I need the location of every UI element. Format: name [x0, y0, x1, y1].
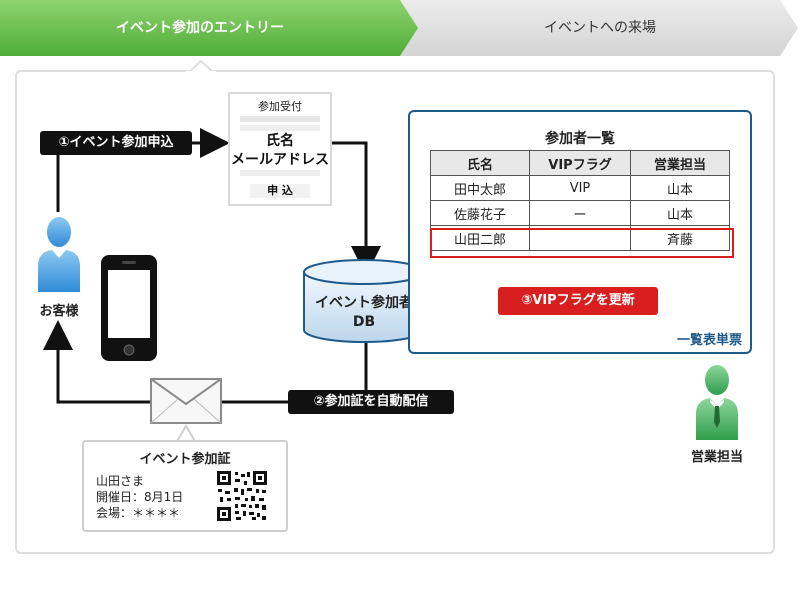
ticket-venue: 会場：＊＊＊＊ — [96, 506, 181, 520]
database-label-line1: イベント参加者 — [315, 295, 413, 311]
qr-code-icon — [216, 470, 268, 522]
tab-bar — [0, 0, 798, 56]
cell-name: 田中太郎 — [430, 175, 530, 201]
step3-label: ③VIPフラグを更新 — [498, 287, 658, 315]
entry-form-icon: 参加受付 氏名 メールアドレス 申 込 — [228, 92, 332, 206]
column-header-sales: 営業担当 — [630, 150, 730, 176]
table-row: 田中太郎 VIP 山本 — [430, 175, 730, 201]
form-rule — [240, 170, 320, 176]
sales-label: 営業担当 — [690, 450, 743, 465]
table-header-row: 氏名 VIPフラグ 営業担当 — [430, 150, 730, 176]
step2-label: ②参加証を自動配信 — [288, 390, 454, 414]
form-rule — [240, 125, 320, 131]
smartphone-icon — [101, 255, 157, 361]
column-header-vip: VIPフラグ — [529, 150, 631, 176]
ticket-name: 山田さま — [96, 474, 145, 488]
column-header-name: 氏名 — [430, 150, 530, 176]
cell-name: 佐藤花子 — [430, 200, 530, 226]
person-icon — [38, 217, 80, 292]
ticket-date: 開催日：8月1日 — [96, 490, 184, 504]
event-ticket-card: イベント参加証 山田さま 開催日：8月1日 会場：＊＊＊＊ — [82, 440, 288, 532]
tab-entry[interactable]: イベント参加のエントリー — [116, 20, 284, 36]
tab-active-shape — [0, 0, 418, 56]
table-row: 佐藤花子 ー 山本 — [430, 200, 730, 226]
form-field-name: 氏名 — [266, 133, 294, 149]
highlighted-row — [430, 228, 734, 258]
participant-list-title: 参加者一覧 — [545, 131, 615, 147]
database-label-line2: DB — [352, 314, 376, 330]
panel-caption: 一覧表単票 — [676, 333, 742, 348]
cell-vip: VIP — [529, 175, 631, 201]
tab-visit[interactable]: イベントへの来場 — [544, 20, 656, 36]
frame-pointer — [186, 60, 216, 74]
form-title: 参加受付 — [258, 100, 302, 113]
tab-inactive-shape — [398, 0, 798, 56]
cell-sales: 山本 — [630, 175, 730, 201]
ticket-title: イベント参加証 — [139, 452, 231, 467]
step1-label: ①イベント参加申込 — [40, 131, 192, 155]
form-rule — [240, 116, 320, 122]
database-label: イベント参加者 DB — [304, 294, 424, 332]
businessperson-icon — [696, 365, 738, 440]
form-field-mail: メールアドレス — [231, 152, 329, 168]
cell-sales: 山本 — [630, 200, 730, 226]
envelope-icon — [150, 378, 222, 424]
cell-vip: ー — [529, 200, 631, 226]
customer-label: お客様 — [39, 304, 79, 319]
form-submit-button: 申 込 — [250, 184, 310, 198]
